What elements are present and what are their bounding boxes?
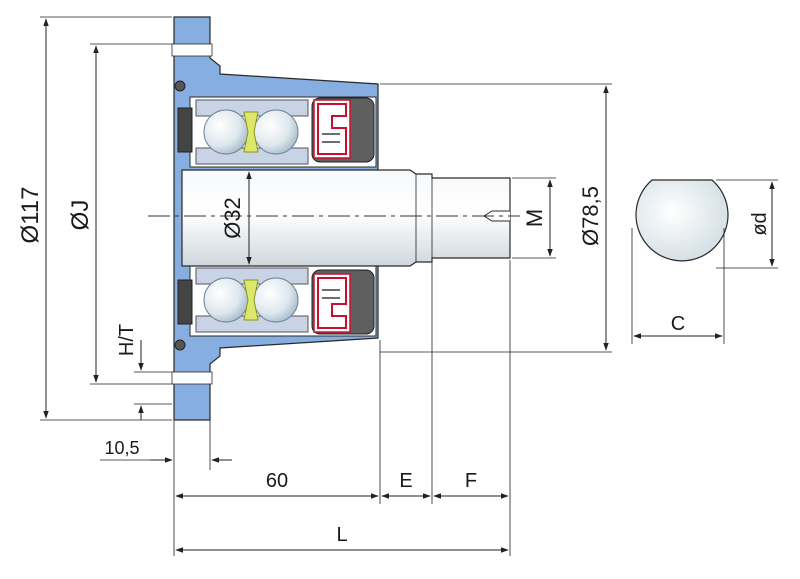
bolt-hole-bottom bbox=[171, 371, 213, 385]
bearing-assembly-bottom bbox=[177, 265, 377, 337]
end-cap-top bbox=[177, 107, 193, 153]
label-ht: H/T bbox=[116, 324, 138, 356]
label-l: L bbox=[336, 524, 347, 546]
label-10-5: 10,5 bbox=[104, 438, 139, 458]
label-dd: ød bbox=[749, 212, 771, 235]
seal-spring-bottom bbox=[322, 289, 340, 299]
seal-lip-bottom bbox=[317, 277, 347, 329]
dimension-labels: Ø117 ØJ Ø32 Ø78,5 M ød C H/T 10,5 60 E F… bbox=[17, 186, 771, 546]
bearing-assembly-top bbox=[177, 96, 377, 168]
label-d32: Ø32 bbox=[220, 197, 245, 239]
sphere bbox=[635, 179, 729, 262]
ball-bottom-2 bbox=[253, 277, 299, 323]
label-m: M bbox=[522, 209, 547, 227]
cage-bottom bbox=[243, 279, 259, 321]
o-ring-top bbox=[174, 80, 186, 92]
ball-top-2 bbox=[253, 109, 299, 155]
label-d117: Ø117 bbox=[17, 187, 44, 244]
ball-top-1 bbox=[203, 109, 249, 155]
ball-bottom-1 bbox=[203, 277, 249, 323]
label-60: 60 bbox=[266, 470, 288, 492]
bolt-hole-top bbox=[171, 43, 213, 57]
dimensions bbox=[40, 16, 778, 556]
o-ring-bottom bbox=[174, 339, 186, 351]
ball-end-view bbox=[635, 179, 729, 262]
seal-lip-top bbox=[317, 103, 347, 155]
seal-spring-top bbox=[322, 133, 340, 143]
label-c: C bbox=[671, 313, 685, 335]
label-dj: ØJ bbox=[67, 200, 94, 231]
label-e: E bbox=[399, 470, 412, 492]
label-f: F bbox=[465, 470, 477, 492]
end-cap-bottom bbox=[177, 279, 193, 325]
cage-top bbox=[243, 111, 259, 153]
label-d785: Ø78,5 bbox=[578, 186, 603, 246]
